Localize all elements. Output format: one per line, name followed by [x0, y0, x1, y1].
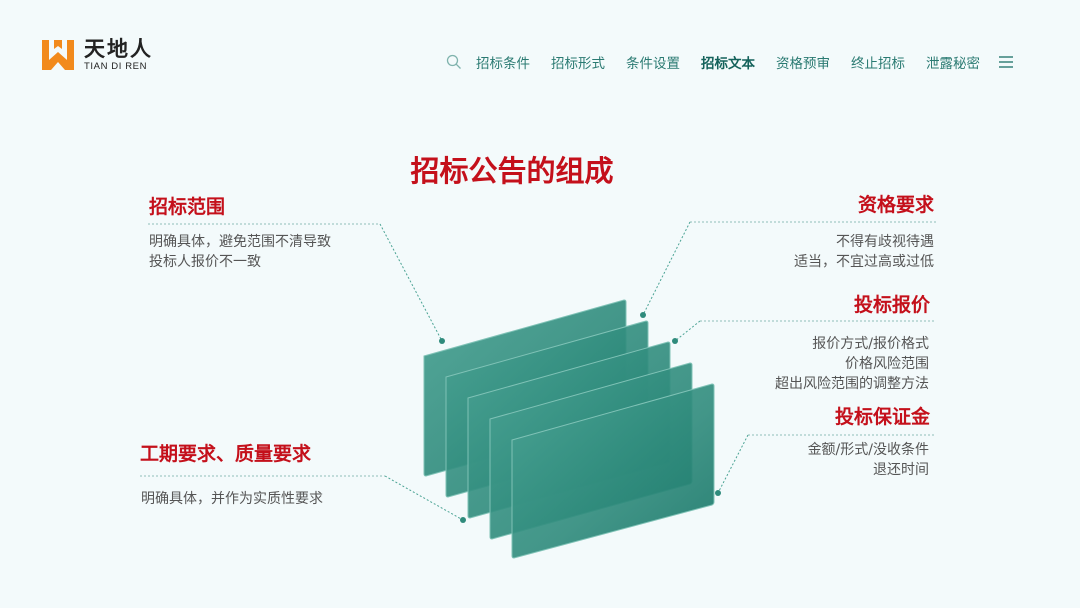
brand-name: 天地人	[84, 37, 153, 61]
connector-dots	[439, 312, 721, 523]
title-underlines	[140, 221, 936, 477]
section-desc-bond: 金额/形式/没收条件 退还时间	[808, 440, 929, 480]
section-title-period-quality: 工期要求、质量要求	[140, 443, 312, 465]
brand-logo[interactable]: 天地人 TIAN DI REN	[38, 36, 153, 74]
nav-item-condition-settings[interactable]: 条件设置	[626, 56, 680, 72]
section-desc-period-quality: 明确具体，并作为实质性要求	[141, 489, 323, 509]
nav-item-prequalification[interactable]: 资格预审	[776, 56, 830, 72]
section-desc-qualification: 不得有歧视待遇 适当，不宜过高或过低	[794, 232, 934, 272]
desc-line: 金额/形式/没收条件	[807, 442, 929, 458]
brand-name-en: TIAN DI REN	[84, 61, 148, 72]
nav-item-bid-text[interactable]: 招标文本	[701, 56, 755, 72]
nav-item-bid-form[interactable]: 招标形式	[551, 56, 605, 72]
desc-line: 报价方式/报价格式	[812, 336, 929, 352]
section-desc-scope: 明确具体，避免范围不清导致 投标人报价不一致	[149, 232, 331, 272]
hamburger-menu-icon[interactable]	[998, 55, 1014, 69]
top-nav: 招标条件 招标形式 条件设置 招标文本 资格预审 终止招标 泄露秘密	[446, 52, 1014, 72]
stacked-panels	[423, 299, 715, 559]
nav-item-terminate-bid[interactable]: 终止招标	[851, 56, 905, 72]
nav-item-leak-secrets[interactable]: 泄露秘密	[926, 56, 980, 72]
section-title-qualification: 资格要求	[857, 194, 934, 216]
section-desc-quotation: 报价方式/报价格式 价格风险范围 超出风险范围的调整方法	[775, 334, 929, 394]
desc-line: 超出风险范围的调整方法	[775, 376, 929, 392]
brand-mark-icon	[42, 40, 74, 70]
section-title-scope: 招标范围	[149, 196, 226, 218]
section-title-bond: 投标保证金	[834, 406, 930, 428]
desc-line: 投标人报价不一致	[149, 254, 261, 270]
desc-line: 明确具体，并作为实质性要求	[141, 491, 323, 507]
desc-line: 明确具体，避免范围不清导致	[149, 234, 331, 250]
desc-line: 适当，不宜过高或过低	[794, 254, 934, 270]
connector-lines	[379, 221, 749, 521]
desc-line: 退还时间	[873, 462, 929, 478]
page-title: 招标公告的组成	[410, 154, 614, 188]
panel-5	[511, 383, 715, 559]
desc-line: 价格风险范围	[845, 356, 929, 372]
search-icon[interactable]	[446, 54, 462, 70]
section-title-quotation: 投标报价	[853, 294, 930, 316]
desc-line: 不得有歧视待遇	[836, 234, 934, 250]
nav-item-bid-conditions[interactable]: 招标条件	[476, 56, 530, 72]
